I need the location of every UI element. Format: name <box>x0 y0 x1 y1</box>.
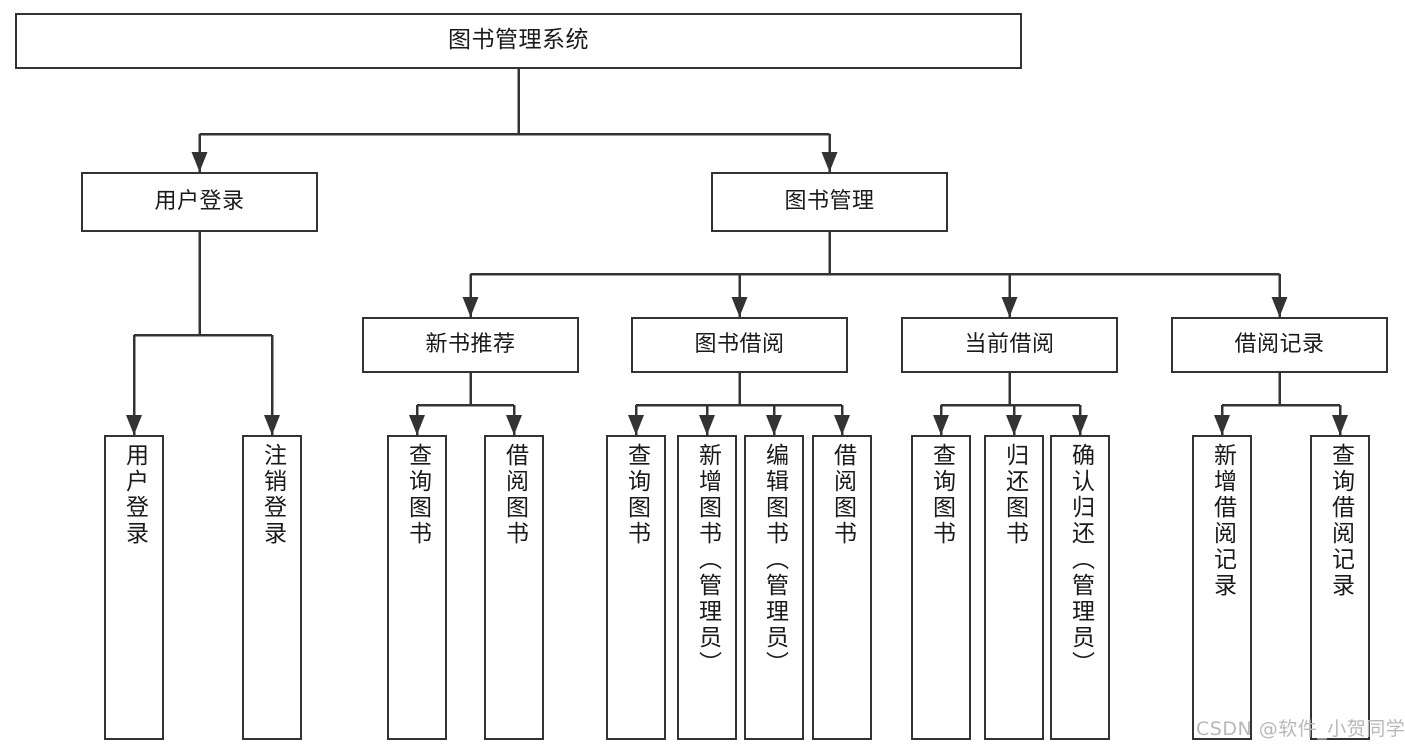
node-label: 归还图书 <box>1001 443 1028 547</box>
node-label: 借阅图书 <box>501 443 528 547</box>
node-leaf-return-book[interactable]: 归还图书 <box>984 435 1044 740</box>
node-book-manage[interactable]: 图书管理 <box>711 172 948 232</box>
node-label: 注销登录 <box>259 443 286 547</box>
node-label: 新书推荐 <box>425 332 516 358</box>
node-label: 当前借阅 <box>964 332 1055 358</box>
node-borrow-record[interactable]: 借阅记录 <box>1171 317 1388 373</box>
node-leaf-borrow-book-1[interactable]: 借阅图书 <box>484 435 544 740</box>
node-leaf-logout[interactable]: 注销登录 <box>242 435 302 740</box>
node-label: 图书管理系统 <box>448 27 589 54</box>
node-label: 确认归还（管理员） <box>1067 443 1094 677</box>
node-leaf-query-book-3[interactable]: 查询图书 <box>911 435 971 740</box>
node-label: 编辑图书（管理员） <box>761 443 788 677</box>
node-label: 用户登录 <box>121 443 148 547</box>
node-label: 借阅图书 <box>829 443 856 547</box>
node-label: 图书管理 <box>784 189 875 215</box>
node-current-borrow[interactable]: 当前借阅 <box>901 317 1118 373</box>
node-label: 查询图书 <box>928 443 955 547</box>
node-label: 查询图书 <box>404 443 431 547</box>
node-label: 借阅记录 <box>1234 332 1325 358</box>
node-leaf-add-record[interactable]: 新增借阅记录 <box>1192 435 1252 740</box>
node-label: 图书借阅 <box>694 332 785 358</box>
node-leaf-user-login[interactable]: 用户登录 <box>104 435 164 740</box>
node-leaf-query-book-1[interactable]: 查询图书 <box>387 435 447 740</box>
node-book-borrow[interactable]: 图书借阅 <box>631 317 848 373</box>
node-leaf-borrow-book-2[interactable]: 借阅图书 <box>812 435 872 740</box>
node-leaf-query-book-2[interactable]: 查询图书 <box>606 435 666 740</box>
node-label: 查询图书 <box>623 443 650 547</box>
node-leaf-query-record[interactable]: 查询借阅记录 <box>1310 435 1370 740</box>
node-label: 用户登录 <box>154 189 245 215</box>
node-label: 查询借阅记录 <box>1327 443 1354 599</box>
node-label: 新增借阅记录 <box>1209 443 1236 599</box>
node-leaf-confirm-return[interactable]: 确认归还（管理员） <box>1050 435 1110 740</box>
node-user-login[interactable]: 用户登录 <box>81 172 318 232</box>
node-label: 新增图书（管理员） <box>694 443 721 677</box>
node-root[interactable]: 图书管理系统 <box>15 13 1022 69</box>
node-new-book-rec[interactable]: 新书推荐 <box>362 317 579 373</box>
node-leaf-edit-book[interactable]: 编辑图书（管理员） <box>744 435 804 740</box>
node-leaf-add-book[interactable]: 新增图书（管理员） <box>677 435 737 740</box>
csdn-watermark: CSDN @软件_小贺同学 <box>1196 718 1405 740</box>
